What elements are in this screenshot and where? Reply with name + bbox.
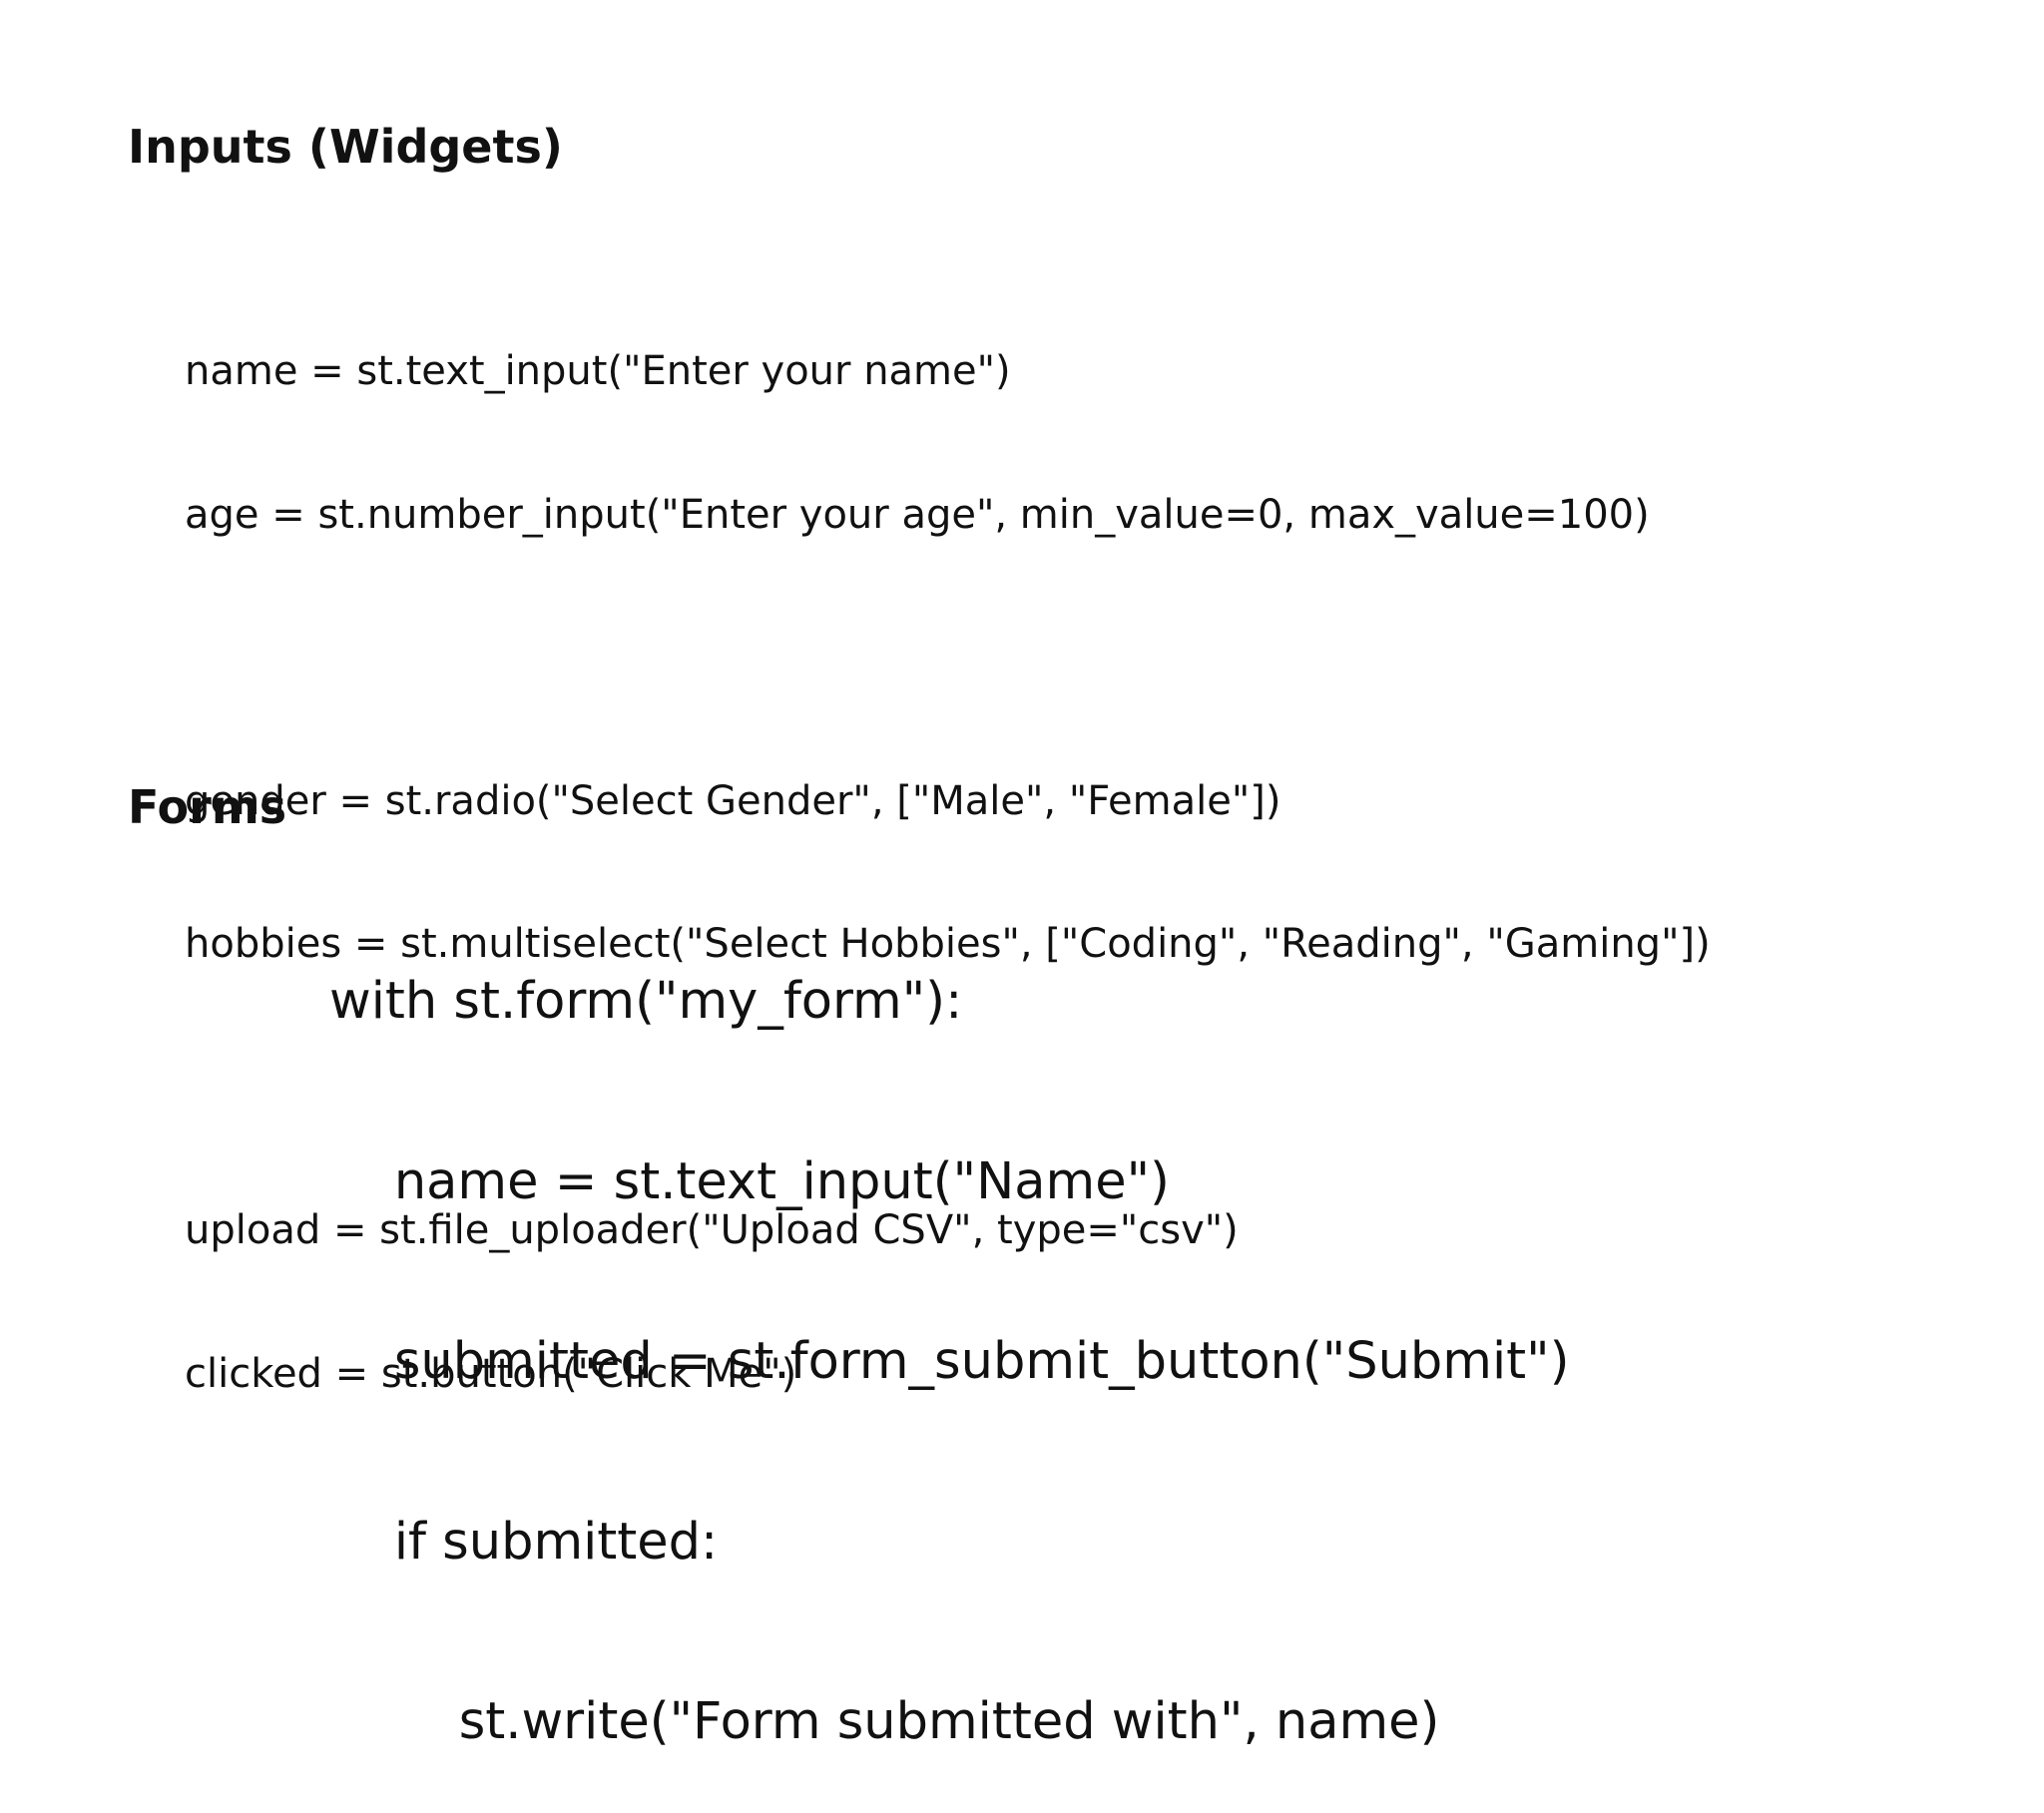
forms-section-title: Forms: [128, 780, 287, 834]
code-line: if submitted:: [329, 1512, 719, 1572]
code-line: age = st.number_input("Enter your age", …: [185, 491, 1650, 538]
code-line: submitted = st.form_submit_button("Submi…: [329, 1332, 1570, 1391]
code-line: [185, 633, 1711, 684]
inputs-section-title: Inputs (Widgets): [128, 120, 563, 174]
code-line: hobbies = st.multiselect("Select Hobbies…: [185, 921, 1711, 967]
code-line: gender = st.radio("Select Gender", ["Mal…: [185, 777, 1281, 824]
code-line: name = st.text_input("Enter your name"): [185, 348, 1011, 394]
code-line: st.write("Form submitted with", name): [329, 1692, 1440, 1751]
code-line: name = st.text_input("Name"): [329, 1151, 1170, 1211]
code-line: with st.form("my_form"):: [329, 972, 963, 1031]
forms-code-block: with st.form("my_form"): name = st.text_…: [329, 853, 1570, 1813]
